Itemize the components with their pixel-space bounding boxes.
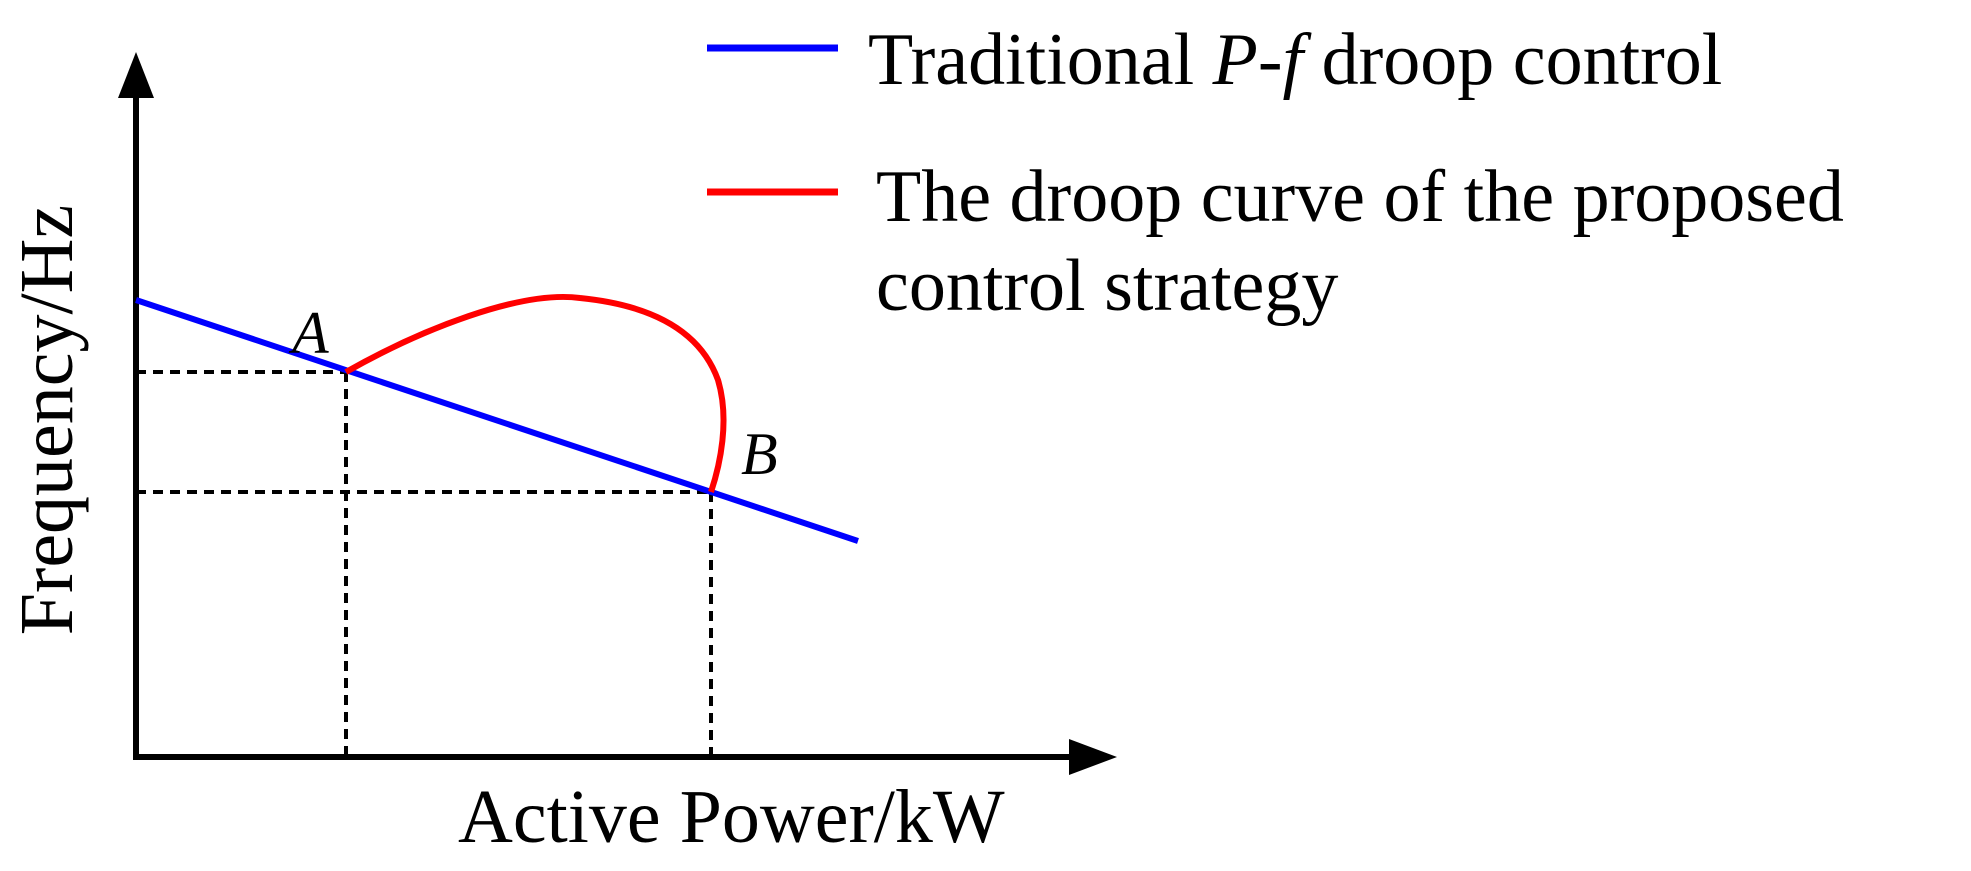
legend-traditional-prefix: Traditional: [868, 19, 1213, 101]
y-axis-label: Frequency/Hz: [5, 205, 89, 636]
point-a-label: A: [288, 300, 329, 366]
legend-traditional-label: Traditional P-f droop control: [868, 19, 1722, 101]
y-axis-arrowhead: [118, 52, 154, 98]
traditional-droop-line: [135, 297, 859, 544]
x-axis-arrowhead: [1069, 739, 1117, 775]
legend-traditional-suffix: droop control: [1303, 19, 1722, 101]
proposed-droop-curve: [344, 294, 727, 493]
legend-traditional-italic: P-f: [1212, 19, 1313, 101]
x-axis-label: Active Power/kW: [458, 775, 1005, 859]
legend-proposed-line2: control strategy: [876, 245, 1338, 327]
point-b-label: B: [741, 421, 778, 487]
legend-proposed-line1: The droop curve of the proposed: [876, 156, 1844, 238]
